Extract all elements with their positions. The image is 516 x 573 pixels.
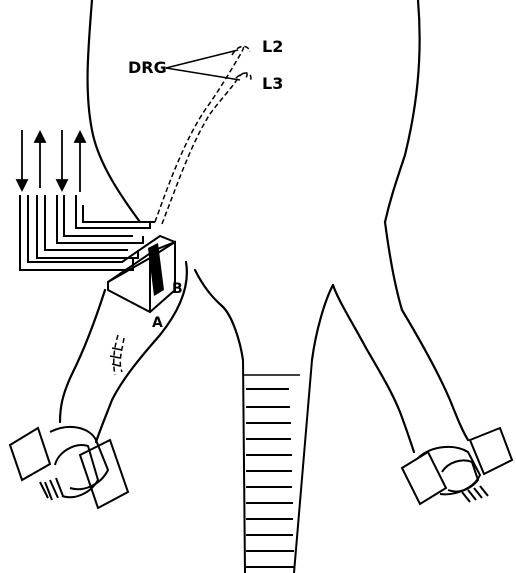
right-leg-outer — [402, 310, 468, 440]
body-outline-left — [88, 0, 140, 222]
recording-chamber — [108, 236, 175, 312]
drg-label: DRG — [128, 60, 167, 76]
perfusion-tubes — [20, 195, 155, 270]
left-flank — [195, 270, 222, 306]
tail-base-right — [312, 285, 333, 360]
left-leg-outer — [60, 290, 105, 422]
l2-label: L2 — [262, 39, 283, 55]
body-outline-right — [385, 0, 420, 222]
tail — [243, 360, 312, 573]
right-paw — [402, 428, 512, 504]
nerve-paths — [114, 46, 251, 375]
partition-label-b: B — [172, 282, 183, 296]
drg-pointer-lines — [166, 50, 240, 80]
left-paw — [10, 427, 128, 508]
flow-arrows — [17, 130, 85, 192]
tail-base — [222, 306, 243, 360]
l3-label: L3 — [262, 76, 283, 92]
chamber-label-a: A — [152, 316, 163, 330]
right-flank — [385, 222, 402, 310]
